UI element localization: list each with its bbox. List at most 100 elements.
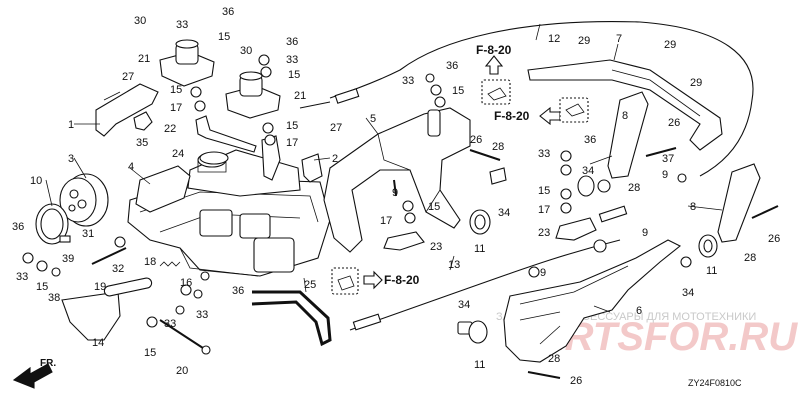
callout: 6	[636, 305, 642, 317]
callout: 23	[538, 227, 550, 239]
callout: 28	[744, 252, 756, 264]
callouts: 36 30 33 15 27 21 30 36 33 15 21 15 17 2…	[12, 6, 780, 387]
callout: 19	[94, 281, 106, 293]
callout: 36	[12, 221, 24, 233]
clip-35	[133, 111, 153, 131]
bolt-26-center	[469, 149, 501, 161]
arm-6	[503, 239, 682, 363]
callout: 15	[452, 85, 464, 97]
reference-top	[481, 55, 511, 105]
callout: 32	[112, 263, 124, 275]
callout: 15	[144, 347, 156, 359]
callout: 17	[538, 204, 550, 216]
callout: 8	[622, 110, 628, 122]
bracket-4	[135, 165, 191, 213]
cable-13-end-fitting	[598, 205, 628, 223]
callout: 15	[218, 31, 230, 43]
cap-24	[199, 151, 229, 165]
ref-label-top: F-8-20	[476, 43, 512, 57]
callout: 36	[222, 6, 234, 18]
callout: 30	[134, 15, 146, 27]
callout: 26	[768, 233, 780, 245]
callout: 5	[370, 113, 376, 125]
callout: 15	[428, 201, 440, 213]
callout: 8	[690, 201, 696, 213]
lever-8-upper	[607, 91, 649, 179]
lever-8-lower	[717, 163, 761, 243]
callout: 15	[286, 120, 298, 132]
callout: 21	[138, 53, 150, 65]
callout: 22	[164, 123, 176, 135]
callout: 33	[16, 271, 28, 283]
block-21-right	[225, 71, 281, 119]
callout: 1	[68, 119, 74, 131]
callout: 11	[706, 265, 717, 277]
callout: 23	[430, 241, 442, 253]
callout: 11	[474, 359, 485, 371]
callout: 11	[474, 243, 485, 255]
bolt-20	[159, 319, 207, 351]
block-21-left	[159, 39, 215, 87]
callout: 14	[92, 337, 104, 349]
callout: 33	[196, 309, 208, 321]
cable-12-end	[299, 101, 331, 109]
callout: 37	[662, 153, 674, 165]
callout: 26	[570, 375, 582, 387]
callout: 21	[294, 90, 306, 102]
callout: 26	[668, 117, 680, 129]
callout: 28	[492, 141, 504, 153]
callout: 16	[180, 277, 192, 289]
callout: 39	[62, 253, 74, 265]
bracket-1	[95, 83, 159, 137]
callout: 17	[380, 215, 392, 227]
callout: 3	[68, 153, 74, 165]
callout: 29	[664, 39, 676, 51]
callout: 31	[82, 228, 94, 240]
callout: 29	[578, 35, 590, 47]
bolt-9-center	[393, 179, 397, 197]
front-arrow-icon	[12, 363, 53, 389]
cable-13	[349, 239, 621, 331]
collar-right	[577, 175, 718, 258]
grommet-3	[59, 173, 109, 227]
callout: 4	[128, 161, 134, 173]
callout: 33	[538, 148, 550, 160]
callout: 30	[240, 45, 252, 57]
cable-12	[329, 21, 754, 177]
rod-25	[251, 290, 332, 347]
callout: 34	[682, 287, 694, 299]
callout: 9	[392, 187, 398, 199]
front-label: FR.	[40, 358, 56, 369]
callout: 13	[448, 259, 460, 271]
callout: 38	[48, 292, 60, 304]
callout: 2	[332, 153, 338, 165]
bolt-26-right	[751, 205, 779, 219]
callout: 17	[286, 137, 298, 149]
callout: 27	[122, 71, 134, 83]
callout: 34	[498, 207, 510, 219]
callout: 35	[136, 137, 148, 149]
washers	[22, 54, 692, 361]
ref-label-right: F-8-20	[494, 109, 530, 123]
bolt-26-bottom	[527, 371, 561, 379]
callout: 33	[164, 318, 176, 330]
callout: 25	[304, 279, 316, 291]
pin-19	[103, 277, 153, 297]
collar-bottom	[457, 320, 488, 344]
callout: 36	[232, 285, 244, 297]
clip-2	[301, 153, 323, 183]
cover-14	[61, 291, 121, 341]
leader-lines	[45, 23, 723, 313]
reference-right	[539, 97, 589, 126]
callout: 28	[628, 182, 640, 194]
callout: 15	[170, 84, 182, 96]
callout: 12	[548, 33, 560, 45]
callout: 15	[36, 281, 48, 293]
diagram-code: ZY24F0810C	[688, 378, 742, 388]
callout: 18	[144, 256, 156, 268]
callout: 34	[458, 299, 470, 311]
callout: 15	[538, 185, 550, 197]
callout: 9	[540, 267, 546, 279]
